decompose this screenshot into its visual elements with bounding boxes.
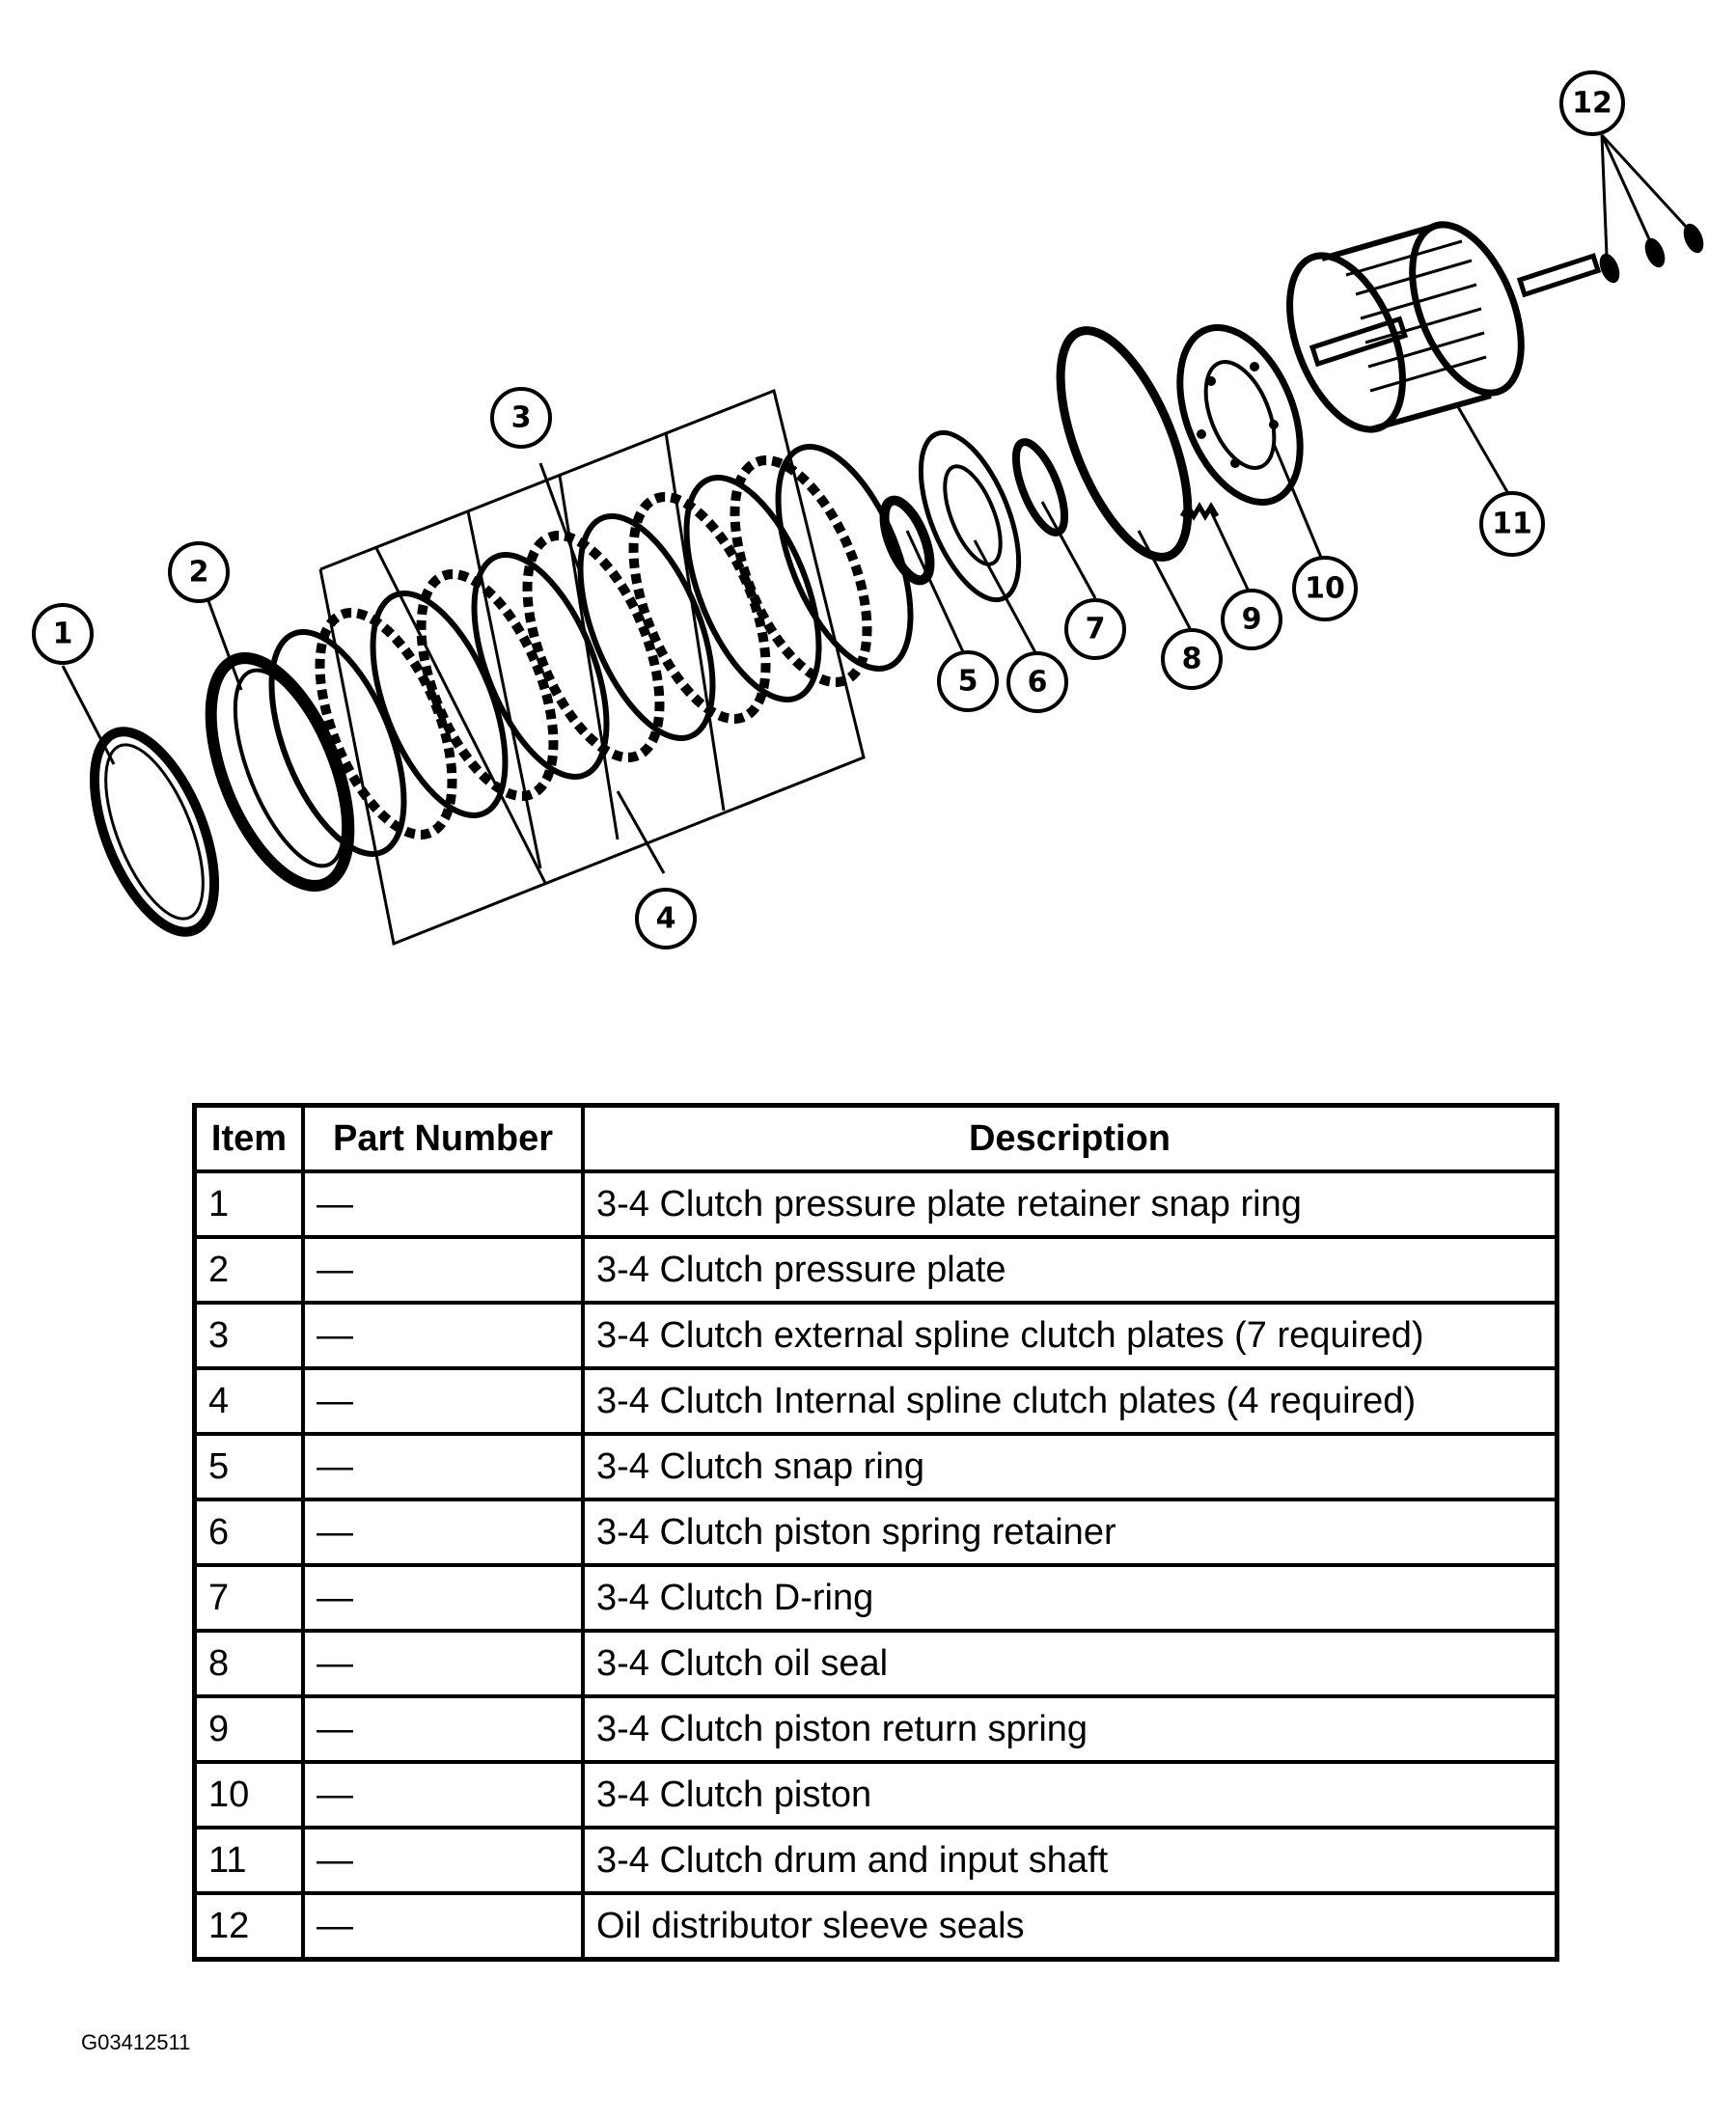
table-row: 6—3-4 Clutch piston spring retainer [192,1498,1559,1567]
oil-seal-part [1056,326,1193,562]
cell-item: 3 [192,1301,305,1370]
cell-description: 3-4 Clutch piston return spring [581,1694,1559,1764]
svg-text:10: 10 [1305,572,1345,606]
clutch-plate-stack [268,444,914,857]
cell-description: 3-4 Clutch pressure plate [581,1235,1559,1305]
table-row: 5—3-4 Clutch snap ring [192,1432,1559,1501]
cell-item: 1 [192,1169,305,1239]
spring-retainer-part [918,429,1022,603]
cell-item: 12 [192,1891,305,1962]
svg-text:7: 7 [1086,613,1106,646]
cell-description: 3-4 Clutch piston spring retainer [581,1498,1559,1567]
svg-text:5: 5 [958,665,978,699]
cell-item: 8 [192,1629,305,1698]
cell-description: 3-4 Clutch pressure plate retainer snap … [581,1169,1559,1239]
header-part-number: Part Number [301,1103,585,1173]
small-snap-ring-part [879,495,935,586]
cell-description: 3-4 Clutch oil seal [581,1629,1559,1698]
svg-text:6: 6 [1028,666,1048,700]
svg-text:8: 8 [1182,643,1202,676]
piston-part [1176,324,1304,506]
cell-part-number: — [301,1301,585,1370]
table-row: 11—3-4 Clutch drum and input shaft [192,1826,1559,1895]
svg-text:3: 3 [511,401,532,435]
cell-item: 7 [192,1563,305,1633]
cell-part-number: — [301,1694,585,1764]
return-spring-part [1179,502,1220,521]
cell-item: 9 [192,1694,305,1764]
drum-input-shaft-part [1286,221,1602,433]
cell-description: 3-4 Clutch drum and input shaft [581,1826,1559,1895]
cell-item: 5 [192,1432,305,1501]
cell-description: 3-4 Clutch Internal spline clutch plates… [581,1366,1559,1436]
cell-item: 4 [192,1366,305,1436]
header-item: Item [192,1103,305,1173]
callout-11: 11 [1479,491,1545,557]
table-row: 7—3-4 Clutch D-ring [192,1563,1559,1633]
callout-3: 3 [490,387,552,449]
callout-2: 2 [168,541,230,603]
header-description: Description [581,1103,1559,1173]
table-body: 1—3-4 Clutch pressure plate retainer sna… [192,1169,1559,1962]
table-row: 9—3-4 Clutch piston return spring [192,1694,1559,1764]
table-row: 1—3-4 Clutch pressure plate retainer sna… [192,1169,1559,1239]
svg-text:12: 12 [1572,87,1612,121]
svg-text:11: 11 [1492,508,1532,541]
table-row: 10—3-4 Clutch piston [192,1760,1559,1829]
cell-part-number: — [301,1760,585,1829]
cell-description: 3-4 Clutch snap ring [581,1432,1559,1501]
cell-description: 3-4 Clutch D-ring [581,1563,1559,1633]
cell-part-number: — [301,1563,585,1633]
cell-part-number: — [301,1235,585,1305]
callout-1: 1 [32,603,94,665]
callout-5: 5 [937,650,999,712]
cell-part-number: — [301,1432,585,1501]
pressure-plate-part [205,652,355,892]
exploded-view-diagram: 1 2 3 4 5 6 7 8 9 10 11 12 [32,70,1704,949]
cell-part-number: — [301,1169,585,1239]
callout-10: 10 [1292,556,1358,621]
figure-code: G03412511 [81,2030,191,2054]
cell-item: 10 [192,1760,305,1829]
callout-4: 4 [635,888,697,949]
table-row: 12—Oil distributor sleeve seals [192,1891,1559,1962]
svg-text:2: 2 [189,556,209,590]
snap-ring-part [89,727,220,937]
callout-6: 6 [1006,651,1068,713]
table-row: 8—3-4 Clutch oil seal [192,1629,1559,1698]
cell-part-number: — [301,1629,585,1698]
d-ring-part [1011,438,1069,536]
cell-description: Oil distributor sleeve seals [581,1891,1559,1962]
cell-item: 2 [192,1235,305,1305]
parts-table: Item Part Number Description 1—3-4 Clutc… [192,1103,1559,1962]
cell-description: 3-4 Clutch external spline clutch plates… [581,1301,1559,1370]
table-row: 4—3-4 Clutch Internal spline clutch plat… [192,1366,1559,1436]
table-row: 2—3-4 Clutch pressure plate [192,1235,1559,1305]
cell-part-number: — [301,1498,585,1567]
table-header-row: Item Part Number Description [192,1103,1559,1173]
svg-text:1: 1 [53,618,73,651]
table-row: 3—3-4 Clutch external spline clutch plat… [192,1301,1559,1370]
sleeve-seals-part [1599,223,1704,284]
callout-12: 12 [1559,70,1625,136]
cell-part-number: — [301,1826,585,1895]
cell-description: 3-4 Clutch piston [581,1760,1559,1829]
svg-text:4: 4 [656,902,676,936]
callout-9: 9 [1221,589,1282,650]
callout-8: 8 [1161,628,1223,690]
cell-part-number: — [301,1366,585,1436]
cell-part-number: — [301,1891,585,1962]
svg-text:9: 9 [1242,603,1262,637]
cell-item: 6 [192,1498,305,1567]
cell-item: 11 [192,1826,305,1895]
callout-7: 7 [1064,598,1126,660]
